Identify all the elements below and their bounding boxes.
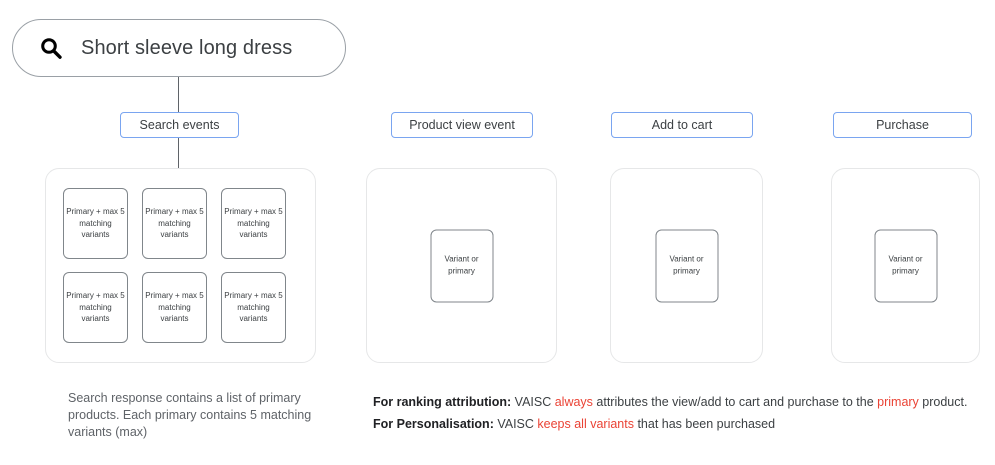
primary-variant-card[interactable]: Primary + max 5 matching variants xyxy=(142,188,207,259)
primary-variant-card[interactable]: Primary + max 5 matching variants xyxy=(142,272,207,343)
panel-add-to-cart: Variant or primary xyxy=(610,168,763,363)
primary-card-grid: Primary + max 5 matching variants Primar… xyxy=(63,188,286,343)
caption-personalisation-part2: that has been purchased xyxy=(633,417,776,431)
panel-purchase: Variant or primary xyxy=(831,168,980,363)
step-chip-add-to-cart[interactable]: Add to cart xyxy=(611,112,753,138)
panel-search-events: Primary + max 5 matching variants Primar… xyxy=(45,168,316,363)
primary-variant-card[interactable]: Primary + max 5 matching variants xyxy=(63,188,128,259)
caption-personalisation-highlight: keeps all variants xyxy=(537,417,634,431)
search-query-text: Short sleeve long dress xyxy=(81,36,293,59)
caption-ranking-label: For ranking attribution: xyxy=(373,395,512,409)
step-chip-product-view-event[interactable]: Product view event xyxy=(391,112,533,138)
caption-ranking-attribution: For ranking attribution: VAISC always at… xyxy=(373,391,988,413)
variant-or-primary-card[interactable]: Variant or primary xyxy=(655,229,718,302)
variant-or-primary-card[interactable]: Variant or primary xyxy=(430,229,493,302)
step-chip-purchase[interactable]: Purchase xyxy=(833,112,972,138)
caption-ranking-part1: VAISC xyxy=(511,395,555,409)
caption-ranking-highlight-always: always xyxy=(554,395,593,409)
caption-ranking-part2: attributes the view/add to cart and purc… xyxy=(592,395,878,409)
search-box[interactable]: Short sleeve long dress xyxy=(12,19,346,77)
primary-variant-card[interactable]: Primary + max 5 matching variants xyxy=(63,272,128,343)
panel-product-view-event: Variant or primary xyxy=(366,168,557,363)
primary-variant-card[interactable]: Primary + max 5 matching variants xyxy=(221,272,286,343)
caption-personalisation-part1: VAISC xyxy=(493,417,538,431)
caption-search-response: Search response contains a list of prima… xyxy=(68,391,312,439)
caption-ranking-part3: product. xyxy=(918,395,968,409)
caption-personalisation: For Personalisation: VAISC keeps all var… xyxy=(373,413,988,435)
search-icon xyxy=(41,38,62,59)
caption-attribution-notes: For ranking attribution: VAISC always at… xyxy=(373,391,988,435)
variant-or-primary-card[interactable]: Variant or primary xyxy=(874,229,937,302)
caption-personalisation-label: For Personalisation: xyxy=(373,417,494,431)
primary-variant-card[interactable]: Primary + max 5 matching variants xyxy=(221,188,286,259)
caption-ranking-highlight-primary: primary xyxy=(877,395,919,409)
step-chip-search-events[interactable]: Search events xyxy=(120,112,239,138)
